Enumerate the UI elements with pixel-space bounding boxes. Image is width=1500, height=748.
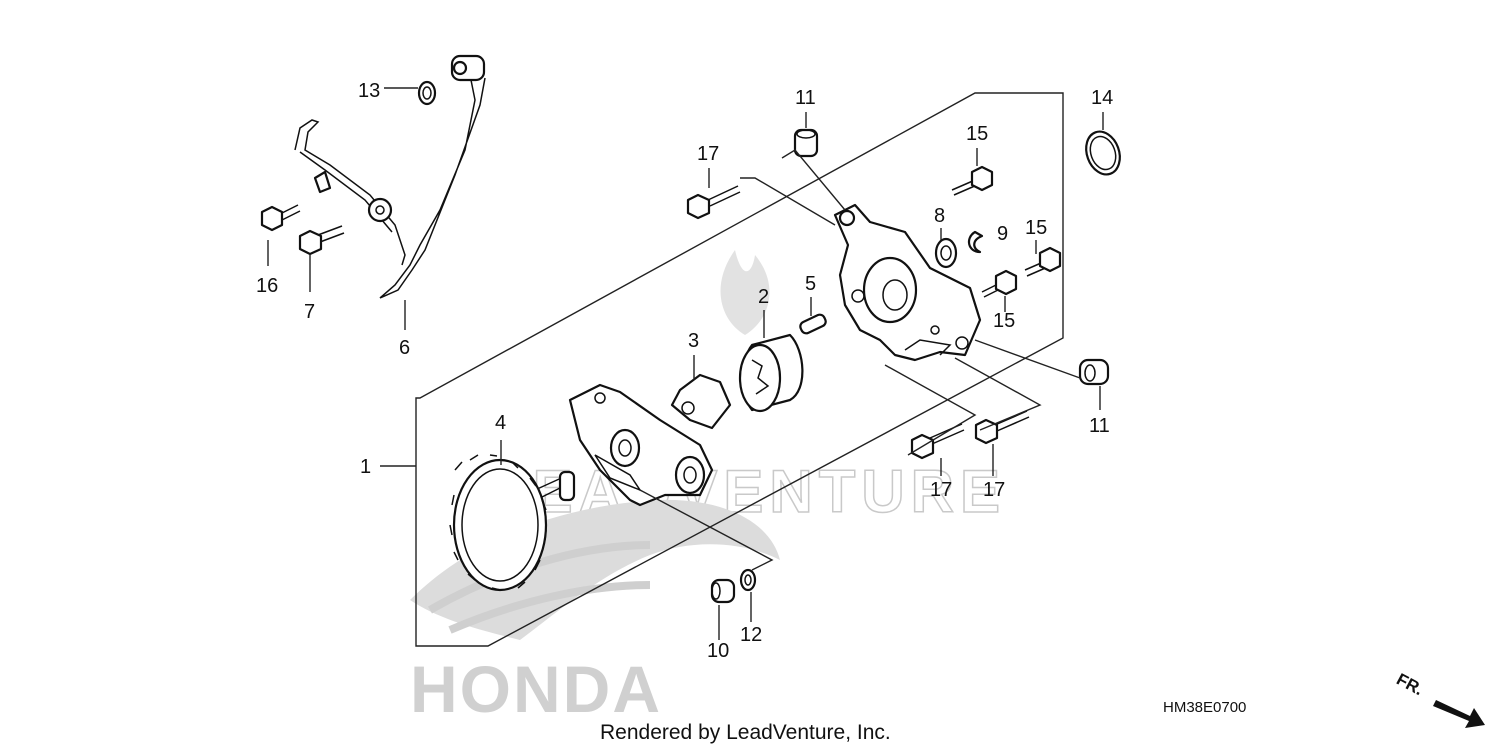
outer-rotor-2 [738, 333, 804, 413]
diagram-code: HM38E0700 [1163, 699, 1246, 716]
front-label: FR. [1393, 670, 1426, 700]
callout-6: 6 [399, 337, 410, 359]
callout-13: 13 [358, 80, 380, 102]
callout-17-mid: 17 [930, 479, 952, 501]
bolt-15-top [951, 165, 994, 196]
bolt-7 [298, 225, 345, 256]
washer-13 [417, 80, 437, 106]
bolt-15-right [1024, 246, 1062, 277]
callout-8: 8 [934, 205, 945, 227]
callout-10: 10 [707, 640, 729, 662]
drive-sprocket-4 [449, 454, 576, 592]
callouts: 13 16 7 6 1 4 3 2 5 11 17 15 14 8 9 15 1… [256, 80, 1113, 662]
callout-9: 9 [997, 223, 1008, 245]
pump-body [568, 383, 714, 507]
callout-7: 7 [304, 301, 315, 323]
pin-5 [799, 313, 827, 335]
gasket-14 [1085, 130, 1121, 176]
honda-wing-logo: HONDA [410, 499, 780, 726]
bolt-16 [260, 204, 301, 232]
inner-rotor-3 [670, 373, 732, 430]
dowel-pin-11-right [1078, 358, 1110, 386]
bolt-17-right [974, 410, 1030, 445]
callout-2: 2 [758, 286, 769, 308]
bolt-15-mid [981, 269, 1018, 298]
callout-16: 16 [256, 275, 278, 297]
callout-15-right: 15 [1025, 217, 1047, 239]
oil-pipe [294, 54, 486, 299]
callout-14: 14 [1091, 87, 1113, 109]
bolt-17-left [686, 185, 741, 220]
seal-8 [934, 237, 958, 269]
callout-17-left: 17 [697, 143, 719, 165]
callout-11-top: 11 [795, 87, 816, 109]
assembly-outline [415, 92, 1064, 647]
bushing-10 [710, 578, 736, 604]
callout-11-right: 11 [1089, 415, 1110, 437]
callout-4: 4 [495, 412, 506, 434]
clip-9 [967, 230, 984, 254]
leader-lines [267, 87, 1104, 640]
front-direction-indicator: FR. [1393, 670, 1485, 728]
callout-17-right: 17 [983, 479, 1005, 501]
front-arrow-icon [1433, 700, 1485, 728]
callout-15-mid: 15 [993, 310, 1015, 332]
credit-text: Rendered by LeadVenture, Inc. [600, 721, 891, 744]
pump-cover [833, 203, 982, 362]
honda-watermark-text: HONDA [410, 652, 662, 726]
callout-3: 3 [688, 330, 699, 352]
bolt-17-mid [910, 423, 965, 460]
callout-1: 1 [360, 456, 371, 478]
callout-5: 5 [805, 273, 816, 295]
callout-12: 12 [740, 624, 762, 646]
callout-15-top: 15 [966, 123, 988, 145]
dowel-pin-11-top [793, 128, 819, 158]
washer-12 [739, 568, 757, 592]
